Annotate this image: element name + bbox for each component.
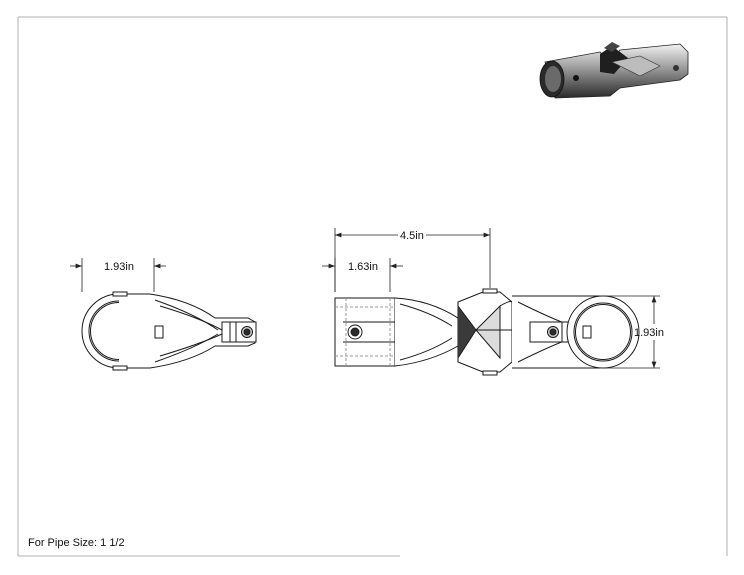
right-view: [334, 288, 640, 376]
socket-length-label: 1.63in: [348, 261, 378, 273]
overall-length-label: 4.5in: [400, 230, 424, 242]
sheet-border: [17, 16, 728, 557]
height-dimension: [603, 295, 660, 369]
left-view: [81, 291, 257, 371]
left-width-dimension: [70, 258, 166, 292]
socket-length-dimension: [322, 258, 403, 292]
isometric-thumbnail: [539, 42, 689, 99]
height-label: 1.93in: [634, 327, 664, 339]
pipe-size-note: For Pipe Size: 1 1/2: [28, 537, 125, 549]
left-width-label: 1.93in: [104, 261, 134, 273]
